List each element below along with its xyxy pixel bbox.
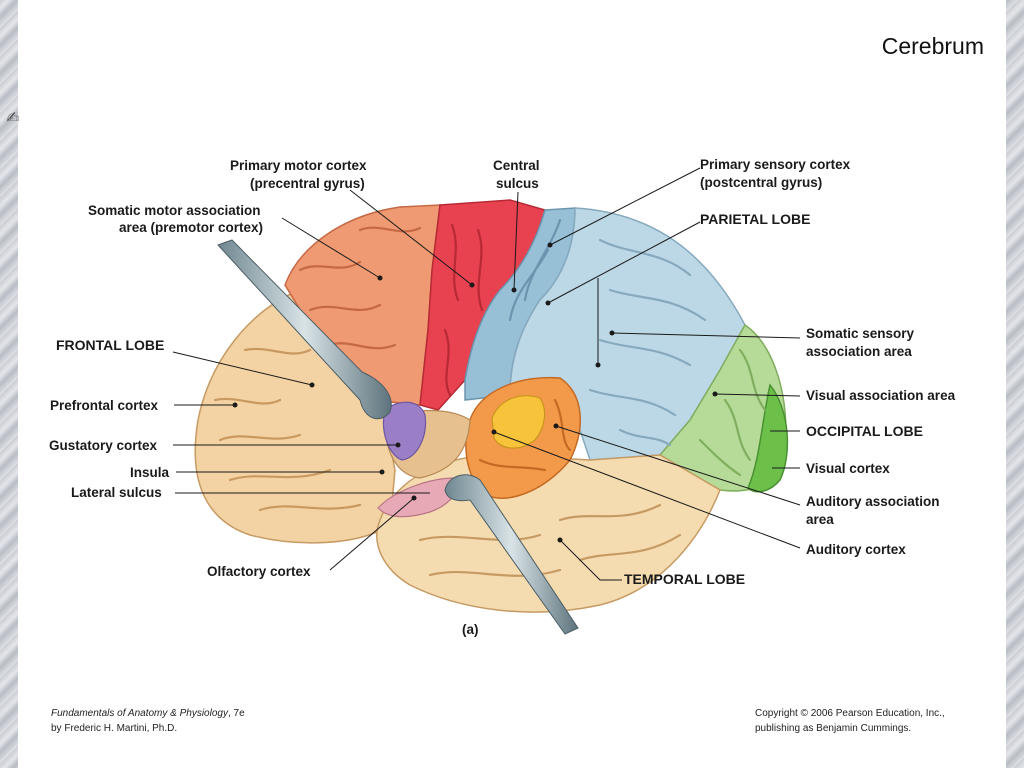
slide-title: Cerebrum — [881, 33, 984, 59]
label-occipital-lobe: OCCIPITAL LOBE — [806, 423, 923, 439]
probe-instruments — [217, 239, 579, 635]
label-lateral-sulcus: Lateral sulcus — [71, 485, 162, 500]
slide-canvas: Cerebrum — [18, 0, 1006, 768]
lower-probe — [444, 474, 579, 635]
label-somatic-sensory-association: association area — [806, 344, 912, 359]
label-somatic-sensory: Somatic sensory — [806, 326, 915, 341]
brain-lateral-view-diagram: Primary motor cortex (precentral gyrus) … — [49, 157, 956, 637]
book-title: Fundamentals of Anatomy & Physiology — [51, 708, 228, 719]
label-central: Central — [493, 158, 540, 173]
publisher-line: publishing as Benjamin Cummings. — [755, 723, 912, 734]
label-gustatory-cortex: Gustatory cortex — [49, 438, 158, 453]
auditory-cortex-region — [491, 395, 546, 449]
label-temporal-lobe: TEMPORAL LOBE — [624, 571, 745, 587]
structure-labels: Primary motor cortex (precentral gyrus) … — [49, 157, 956, 637]
label-olfactory-cortex: Olfactory cortex — [207, 564, 311, 579]
label-visual-association-area: Visual association area — [806, 388, 956, 403]
label-primary-sensory-cortex: Primary sensory cortex — [700, 157, 851, 172]
label-visual-cortex: Visual cortex — [806, 461, 890, 476]
textbook-credit: Fundamentals of Anatomy & Physiology, 7e… — [51, 706, 245, 736]
label-prefrontal-cortex: Prefrontal cortex — [50, 398, 159, 413]
label-insula: Insula — [130, 465, 170, 480]
gustatory-region — [382, 401, 427, 461]
label-parietal-lobe: PARIETAL LOBE — [700, 211, 810, 227]
label-premotor-cortex: area (premotor cortex) — [119, 220, 263, 235]
leader-lines — [172, 167, 801, 581]
gyri-texture — [213, 218, 767, 577]
frontal-lobe-region — [194, 289, 396, 544]
label-auditory-cortex: Auditory cortex — [806, 542, 906, 557]
copyright-line: Copyright © 2006 Pearson Education, Inc.… — [755, 708, 945, 719]
book-edition: , 7e — [227, 708, 245, 719]
label-postcentral-gyrus: (postcentral gyrus) — [700, 175, 822, 190]
copyright-notice: Copyright © 2006 Pearson Education, Inc.… — [755, 706, 945, 736]
label-auditory-association-area: area — [806, 512, 834, 527]
label-auditory-association: Auditory association — [806, 494, 940, 509]
label-frontal-lobe: FRONTAL LOBE — [56, 337, 164, 353]
label-primary-motor-cortex: Primary motor cortex — [230, 158, 367, 173]
figure-label: (a) — [462, 622, 479, 637]
upper-probe — [217, 239, 392, 420]
visual-cortex-region — [747, 383, 789, 493]
pen-cursor-icon: ✍ — [6, 108, 20, 127]
brain-regions — [194, 199, 789, 613]
label-sulcus: sulcus — [496, 176, 539, 191]
label-precentral-gyrus: (precentral gyrus) — [250, 176, 365, 191]
book-author: by Frederic H. Martini, Ph.D. — [51, 723, 178, 734]
label-somatic-motor-association: Somatic motor association — [88, 203, 261, 218]
